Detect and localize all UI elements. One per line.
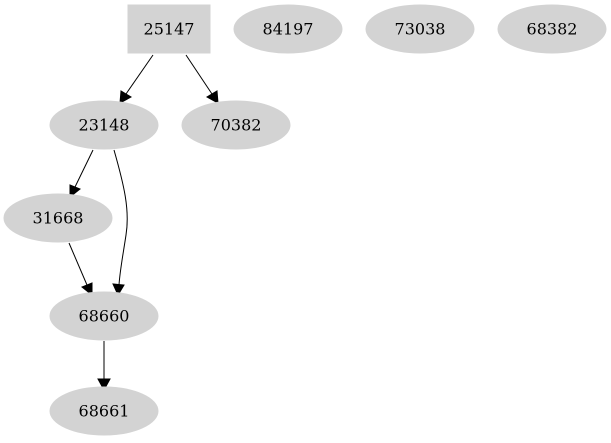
node-ellipse: [49, 291, 159, 341]
node-ellipse: [49, 386, 159, 436]
edge-line: [125, 54, 154, 95]
arrowhead-icon: [205, 90, 219, 104]
edge-line: [185, 54, 213, 95]
arrowhead-icon: [112, 283, 125, 297]
edge-31668-68660: [68, 242, 93, 297]
node-label: 73038: [395, 20, 446, 39]
node-68382[interactable]: 68382: [497, 4, 607, 54]
arrowhead-icon: [69, 184, 81, 199]
edge-line: [74, 149, 94, 188]
node-ellipse: [365, 4, 475, 54]
arrowhead-icon: [81, 282, 93, 297]
node-label: 23148: [79, 116, 130, 135]
edge-23148-31668: [69, 149, 94, 199]
node-label: 25147: [144, 20, 195, 39]
node-68661[interactable]: 68661: [49, 386, 159, 436]
edge-line: [68, 242, 88, 286]
node-25147[interactable]: 25147: [127, 4, 211, 54]
node-31668[interactable]: 31668: [3, 193, 113, 243]
node-label: 70382: [211, 116, 262, 135]
node-ellipse: [49, 100, 159, 150]
edge-23148-68660: [112, 149, 128, 297]
edge-line: [113, 149, 128, 286]
node-84197[interactable]: 84197: [233, 4, 343, 54]
arrowhead-icon: [119, 90, 133, 104]
node-70382[interactable]: 70382: [181, 100, 291, 150]
node-label: 31668: [33, 209, 84, 228]
node-label: 84197: [263, 20, 314, 39]
node-ellipse: [3, 193, 113, 243]
node-ellipse: [233, 4, 343, 54]
node-68660[interactable]: 68660: [49, 291, 159, 341]
edge-68660-68661: [97, 341, 111, 392]
node-box: [127, 4, 211, 54]
arrowhead-icon: [97, 378, 111, 392]
node-ellipse: [181, 100, 291, 150]
node-label: 68382: [527, 20, 578, 39]
node-ellipse: [497, 4, 607, 54]
node-label: 68660: [79, 307, 130, 326]
edge-25147-23148: [119, 54, 154, 104]
node-23148[interactable]: 23148: [49, 100, 159, 150]
node-label: 68661: [79, 402, 130, 421]
edge-25147-70382: [185, 54, 219, 104]
node-73038[interactable]: 73038: [365, 4, 475, 54]
